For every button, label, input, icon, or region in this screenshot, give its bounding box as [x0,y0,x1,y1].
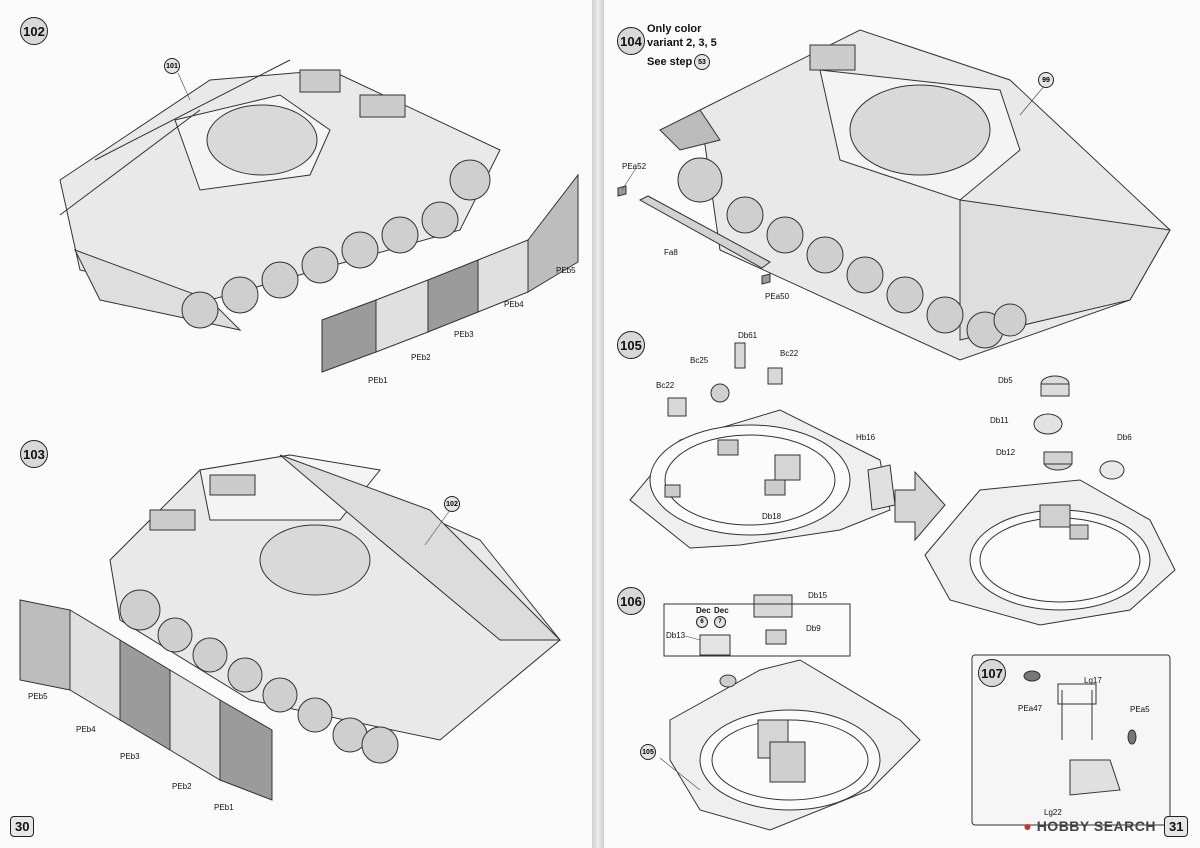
label-peb1: PEb1 [368,376,388,385]
parts-107 [1023,670,1137,796]
step-number-105: 105 [617,331,645,359]
label-db13: Db13 [666,631,686,640]
turret-ring-105 [629,342,896,549]
page-number-left: 30 [10,816,35,837]
label-pea5: PEa5 [1130,705,1150,714]
label-db11: Db11 [990,416,1009,425]
step-104-note-line2: variant 2, 3, 5 [647,37,717,49]
arrow-shape [894,470,946,542]
decal-7-number: 7 [714,616,726,628]
page-gutter [592,0,604,848]
rail-part-fa8 [617,185,771,285]
label-lg17: Lg17 [1084,676,1102,685]
label-db9: Db9 [806,624,821,633]
ref-101: 101 [164,58,180,74]
leader-lines [177,72,1046,791]
label-pea52: PEa52 [622,162,647,171]
label-fa8: Fa8 [664,248,678,257]
label-pea47: PEa47 [1018,704,1043,713]
tank-hull-104 [659,29,1171,361]
page-number-right: 31 [1164,816,1189,837]
decal-6-label: Dec [696,606,711,615]
step-number-106: 106 [617,587,645,615]
inset-box-107 [971,654,1171,826]
label-peb2: PEb2 [411,353,431,362]
label-db6: Db6 [1117,433,1132,442]
road-wheels-102 [181,159,491,329]
label-db12: Db12 [996,448,1016,457]
label-db5: Db5 [998,376,1013,385]
label-lg22: Lg22 [1044,808,1062,817]
step-104-note-line1: Only color [647,23,702,35]
ref-105: 105 [640,744,656,760]
decal-7-label: Dec [714,606,729,615]
label-peb5-103: PEb5 [28,692,48,701]
road-wheels-104 [677,157,1027,349]
step-number-107: 107 [978,659,1006,687]
label-peb1-103: PEb1 [214,803,234,812]
label-db18: Db18 [762,512,782,521]
tank-hull-103 [109,454,562,741]
road-wheels-103 [119,589,399,764]
label-peb3-103: PEb3 [120,752,140,761]
watermark: ● HOBBY SEARCH [1023,818,1156,834]
label-db15: Db15 [808,591,828,600]
label-peb5: PEb5 [556,266,576,275]
decal-inset-box [663,603,851,657]
watermark-text: HOBBY SEARCH [1036,818,1156,834]
label-peb4-103: PEb4 [76,725,96,734]
label-peb4: PEb4 [504,300,524,309]
label-hb16: Hb16 [856,433,876,442]
skirt-panels-103 [19,599,273,801]
ref-99: 99 [1038,72,1054,88]
label-peb3: PEb3 [454,330,474,339]
label-bc22-right: Bc22 [780,349,799,358]
step-104-see-step: See step [647,56,693,68]
turret-ring-106 [669,594,921,831]
step-number-102: 102 [20,17,48,45]
skirt-panels-102 [321,173,579,373]
step-number-104: 104 [617,27,645,55]
label-db61: Db61 [738,331,758,340]
step-number-103: 103 [20,440,48,468]
label-bc25: Bc25 [690,356,709,365]
watermark-logo-icon: ● [1023,818,1037,834]
turret-ring-105-assembled [924,375,1176,626]
see-step-ref: 53 [694,54,710,70]
label-peb2-103: PEb2 [172,782,192,791]
label-pea50: PEa50 [765,292,790,301]
label-bc22-left: Bc22 [656,381,675,390]
ref-102: 102 [444,496,460,512]
decal-6-number: 6 [696,616,708,628]
